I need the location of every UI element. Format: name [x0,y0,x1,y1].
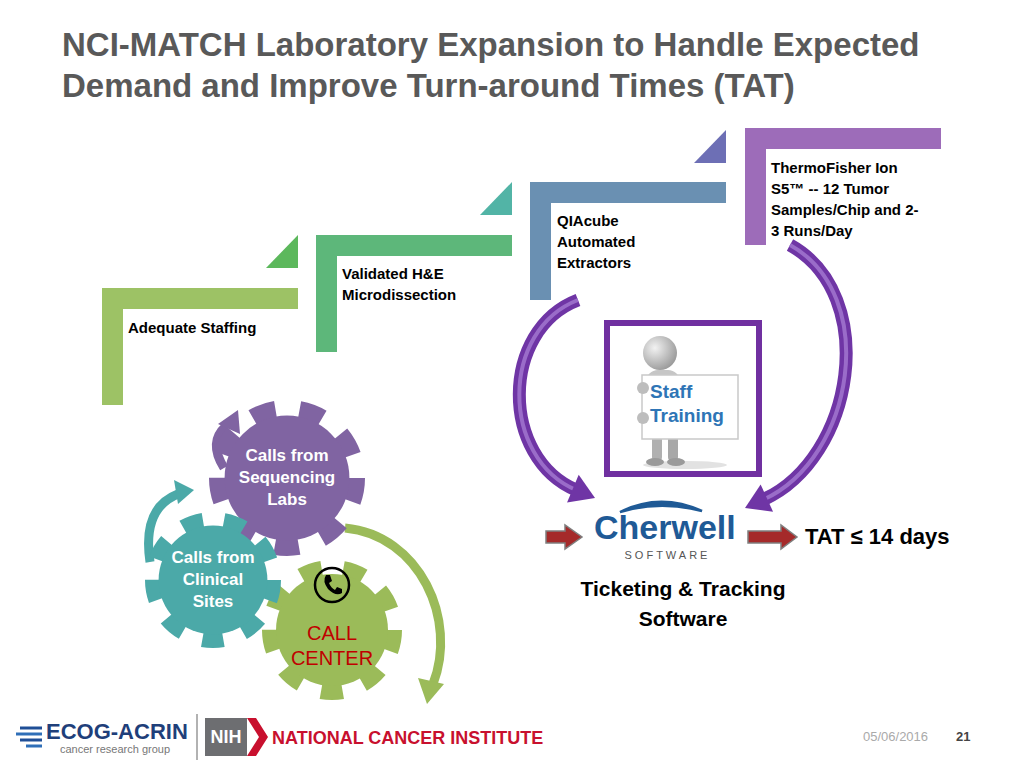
step-post [530,182,551,300]
step-label: Adequate Staffing [128,317,298,338]
step-post [102,288,123,405]
logo-subtitle: SOFTWARE [590,548,745,562]
org-logo-subtitle: cancer research group [60,743,170,756]
gear-label: Calls from Sequencing Labs [235,445,339,511]
curved-arrow-highlight [519,300,578,490]
curved-arrow-body [763,245,846,500]
logo-caption: Ticketing & Tracking Software [553,574,813,634]
step-tip [266,235,298,268]
training-box: Staff Training [604,320,762,477]
logo-separator [196,714,198,760]
step-tip [694,130,726,163]
cycle-arrowhead [174,480,194,504]
figure-head [643,336,677,370]
figure-hand [637,412,649,424]
process-step: Validated H&E Microdissection [316,182,512,352]
logo-stripe [20,727,42,730]
block-arrow [748,525,797,549]
step-label: QIAcube Automated Extractors [557,210,657,273]
logo-wordmark: Cherwell [594,507,736,547]
gear-node: Calls from Clinical Sites [145,512,281,648]
institute-name: NATIONAL CANCER INSTITUTE [272,727,543,749]
step-bar [745,128,941,149]
slide-title: NCI-MATCH Laboratory Expansion to Handle… [62,24,1002,106]
cycle-arrowhead [418,678,444,704]
figure-foot [646,458,664,466]
nih-logo-box [205,718,247,756]
process-step: ThermoFisher Ion S5™ -- 12 Tumor Samples… [745,128,941,245]
gear-teeth [272,570,392,690]
curved-arrow-highlight [763,245,846,500]
process-step: Adequate Staffing [102,235,298,405]
phone-icon-ring [315,568,349,602]
arrowhead [745,484,773,511]
logo-stripe [16,733,42,736]
gear-body [159,526,268,635]
input-arrow [546,525,582,549]
result-box: TAT ≤ 14 days [800,520,968,554]
step-bar [316,235,512,256]
process-step: QIAcube Automated Extractors [530,130,726,300]
figure-foot [667,458,685,466]
step-bar [102,288,298,309]
logo-stripe [26,745,42,748]
nih-logo-chevron [247,718,268,756]
curved-arrow-body [519,300,578,490]
step-tip [480,182,512,215]
software-logo: CherwellSOFTWARETicketing & Tracking Sof… [590,498,745,566]
gear-text-area: Calls from Clinical Sites [145,512,281,648]
step-bar [530,182,726,203]
step-post [316,235,337,352]
step-label: Validated H&E Microdissection [342,263,477,305]
connector-arrow [745,245,846,512]
logo-stripe [20,739,42,742]
slide-number: 21 [956,729,970,745]
org-logo-text: ECOG-ACRIN [46,720,188,744]
connector-arrow [519,300,595,503]
gear-text-area: CALL CENTER [262,560,402,700]
phone-icon [324,575,342,594]
sign-label: Staff Training [650,380,738,428]
training-sign [642,375,738,439]
slide-date: 05/06/2016 [863,729,928,745]
connector-arrow [748,525,797,549]
arrowhead [567,475,595,503]
figure-hand [637,382,649,394]
step-post [745,128,766,245]
nih-logo-text: NIH [205,726,247,748]
step-label: ThermoFisher Ion S5™ -- 12 Tumor Samples… [771,157,926,241]
gear-node: CALL CENTER [262,560,402,700]
gear-body [276,574,388,686]
result-label: TAT ≤ 14 days [805,523,950,551]
gear-label: CALL CENTER [284,621,380,671]
gear-label: Calls from Clinical Sites [165,547,261,613]
gear-teeth [155,522,272,639]
